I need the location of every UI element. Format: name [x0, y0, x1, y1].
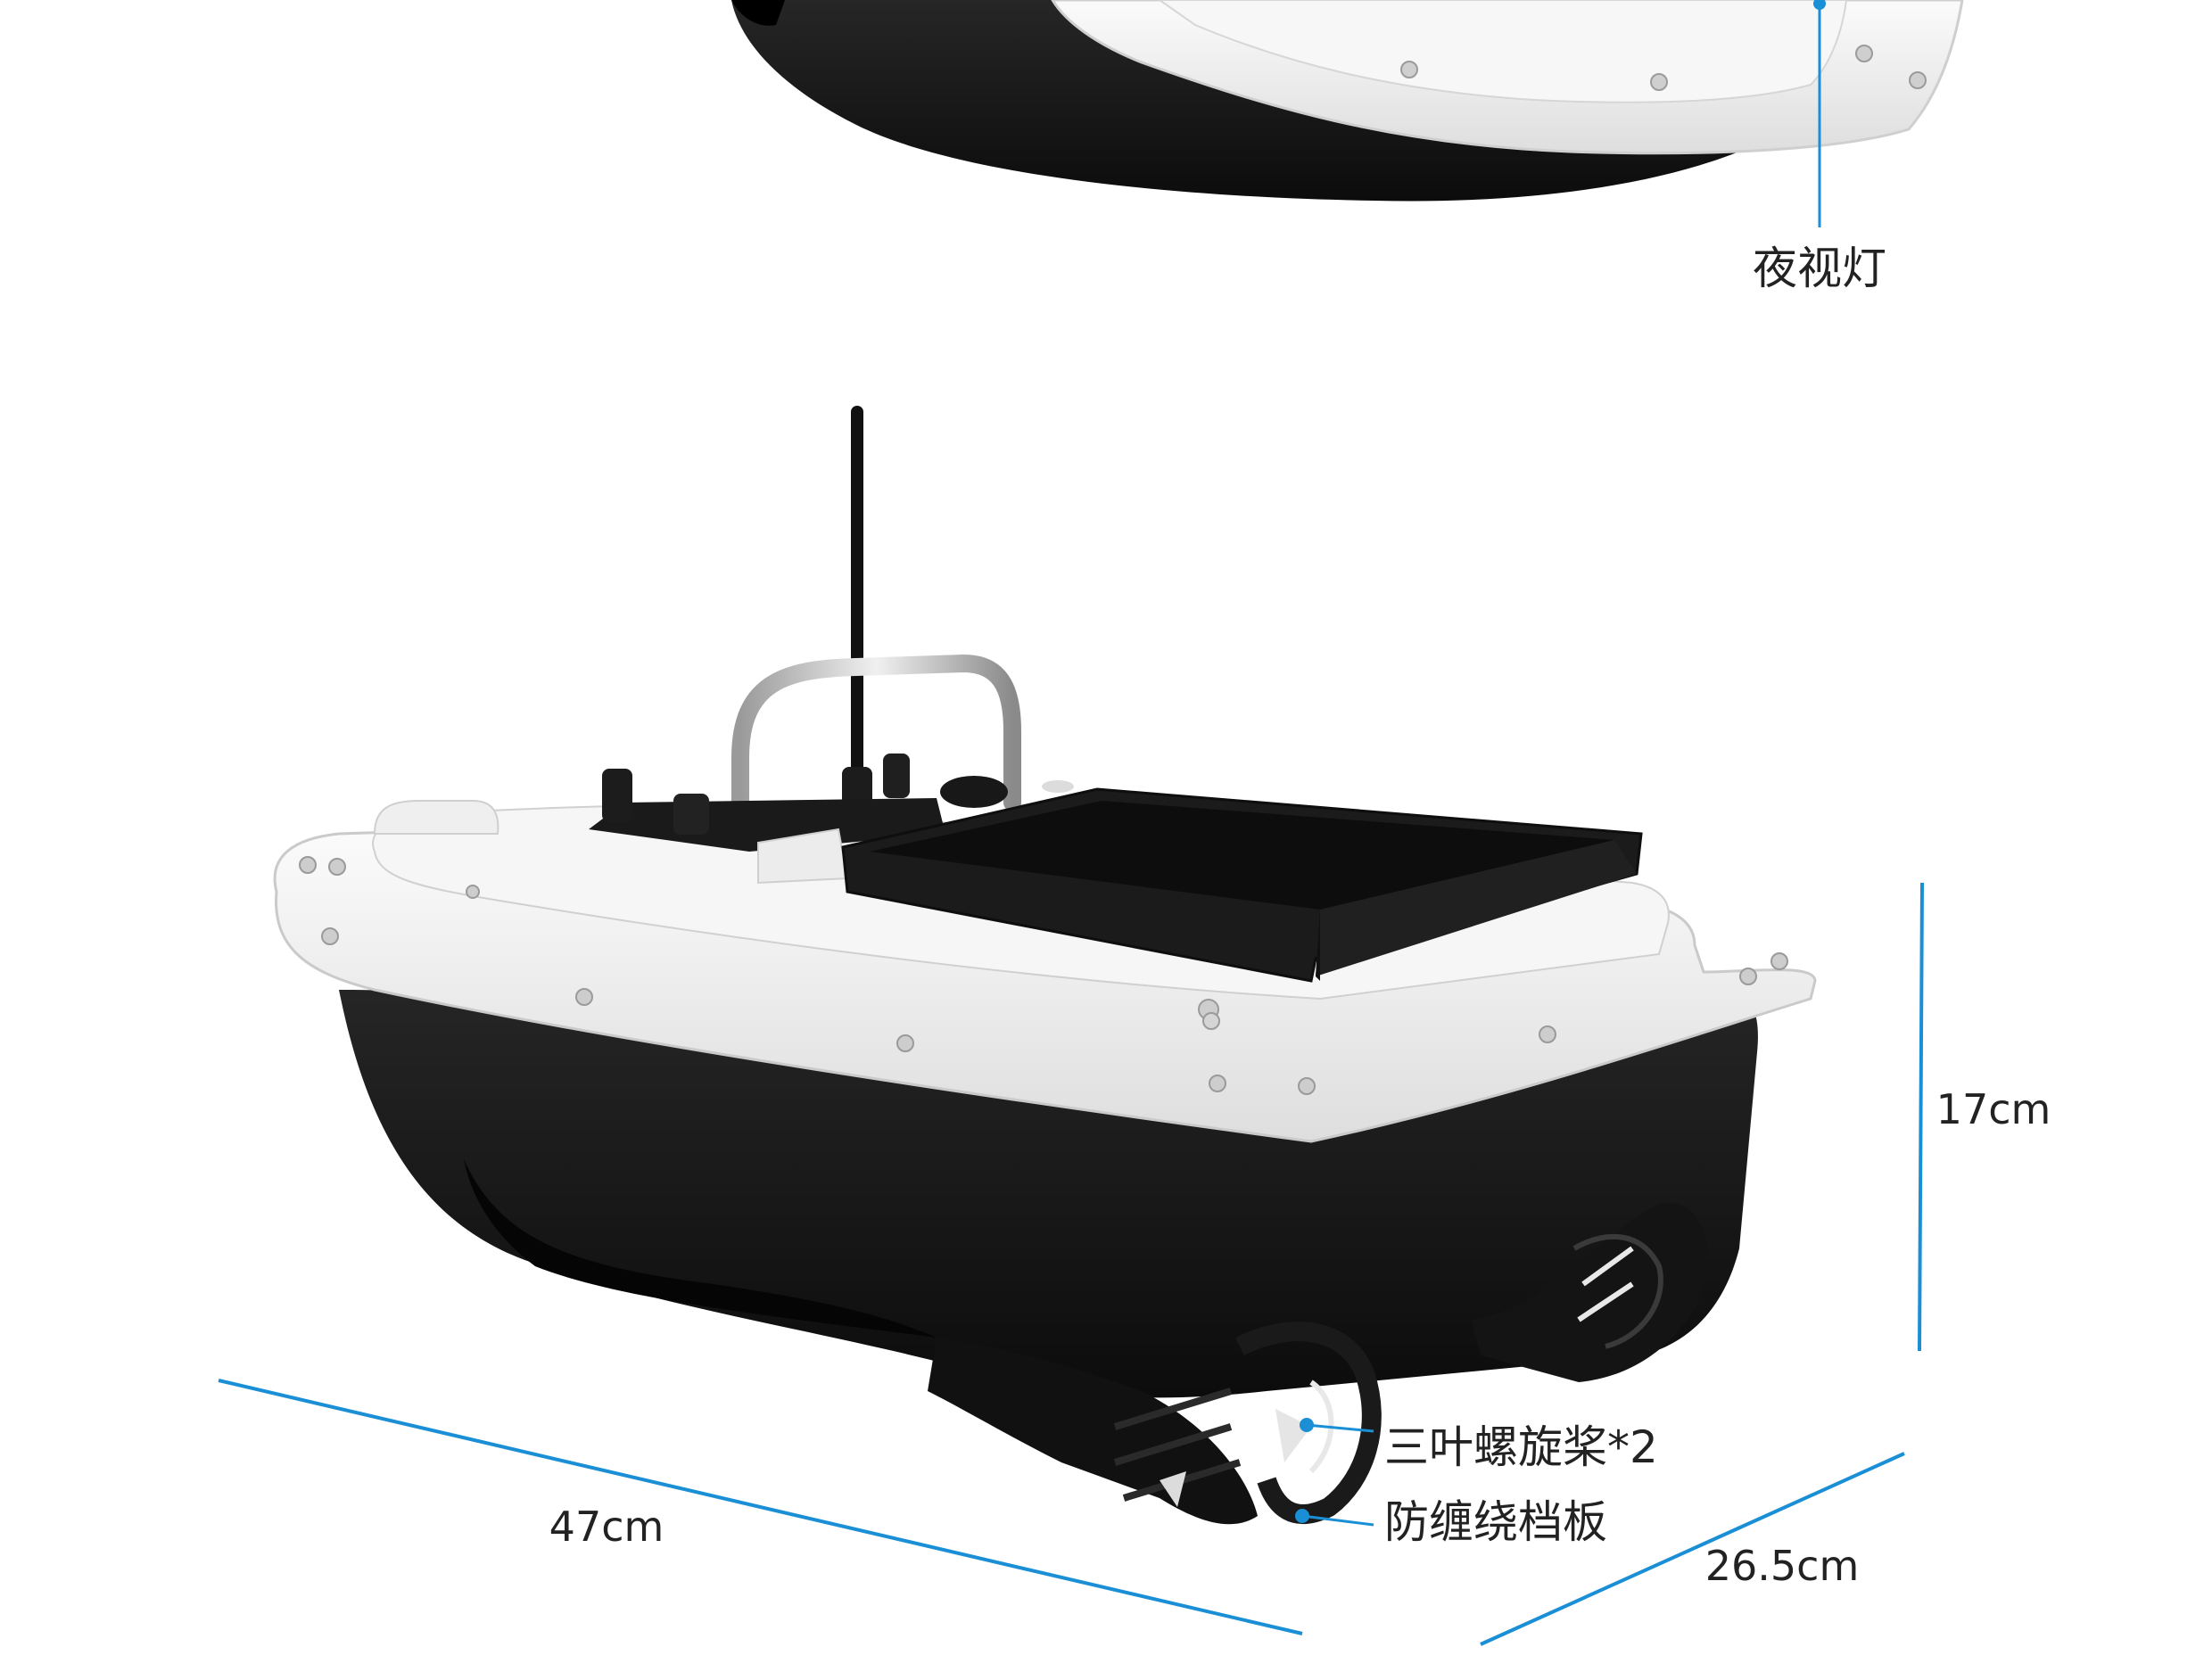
- height-line: [1918, 882, 1924, 1352]
- deck-screw: [1202, 1012, 1220, 1030]
- night-light-callout: 夜视灯: [1753, 0, 1886, 294]
- deck-screw: [1770, 952, 1788, 970]
- right-knob: [883, 754, 910, 798]
- bait-bin-inner: [870, 801, 1614, 910]
- length-dimension: 47cm: [218, 1379, 1303, 1635]
- width-line: [1480, 1452, 1905, 1646]
- height-dimension: 17cm: [1918, 882, 2051, 1352]
- deck-screw: [1209, 1075, 1226, 1092]
- deck-screw: [466, 885, 480, 899]
- propeller-callout: 三叶螺旋桨*2: [1306, 1421, 1658, 1473]
- deck-screw: [1739, 968, 1757, 985]
- deck-screw: [575, 988, 593, 1006]
- top-screw: [1855, 45, 1873, 62]
- height-label: 17cm: [1936, 1085, 2051, 1133]
- top-boat-view: [731, 0, 1964, 202]
- right-propeller-guard: [1472, 1202, 1707, 1382]
- width-label: 26.5cm: [1705, 1542, 1860, 1590]
- deck-screw: [328, 858, 346, 876]
- top-screw: [1909, 71, 1927, 89]
- guard-label: 防缠绕档板: [1384, 1496, 1607, 1548]
- top-screw: [1400, 61, 1418, 78]
- antenna: [851, 406, 863, 798]
- deck-screw: [896, 1034, 914, 1052]
- main-boat-view: [273, 406, 1817, 1525]
- bait-bin-wall: [1316, 910, 1320, 981]
- front-bump: [373, 800, 499, 835]
- propeller-label: 三叶螺旋桨*2: [1384, 1421, 1658, 1473]
- deck-screw: [1539, 1025, 1556, 1043]
- small-button: [1042, 780, 1074, 793]
- power-knob: [602, 769, 632, 822]
- bait-bin-side: [1316, 840, 1637, 976]
- deck-screw: [1298, 1077, 1316, 1095]
- top-hull-handle: [731, 0, 785, 26]
- width-dimension: 26.5cm: [1480, 1452, 1905, 1646]
- deck-screw: [321, 927, 339, 945]
- guard-callout: 防缠绕档板: [1301, 1496, 1607, 1548]
- top-screw: [1650, 73, 1668, 91]
- top-deck-inner: [1158, 0, 1848, 103]
- guard-leader: [1301, 1514, 1374, 1527]
- handle-rail: [731, 654, 1021, 874]
- night-light-marker: [1813, 0, 1826, 10]
- bait-bin: [841, 787, 1643, 983]
- indicator-dome: [940, 776, 1008, 808]
- length-line: [218, 1379, 1303, 1635]
- night-light-label: 夜视灯: [1753, 243, 1886, 294]
- propeller-leader: [1306, 1423, 1374, 1433]
- length-label: 47cm: [549, 1503, 664, 1551]
- deck-screw: [299, 856, 317, 874]
- control-knob: [673, 794, 709, 835]
- hull-keel: [464, 1159, 937, 1338]
